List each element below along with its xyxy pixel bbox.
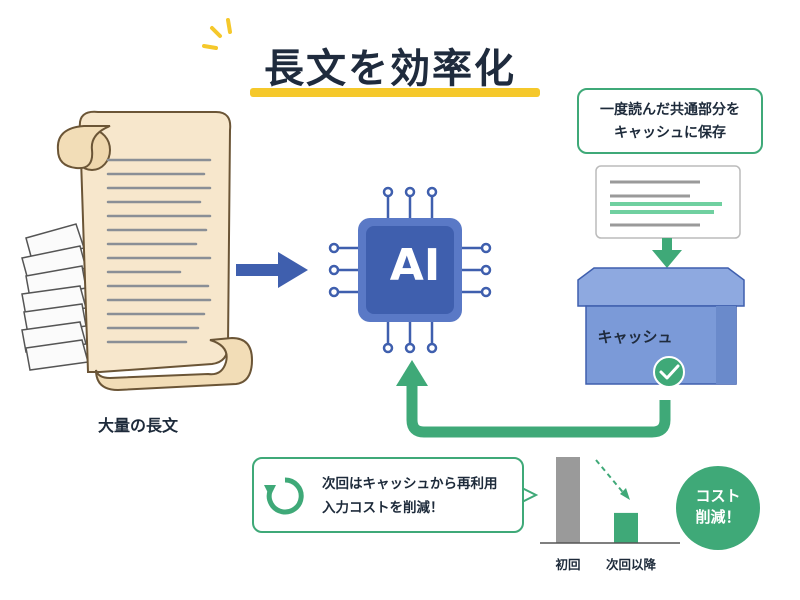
store-arrow-icon: [652, 238, 682, 268]
cache-box-label: キャッシュ: [597, 328, 673, 346]
title-group: 長文を効率化: [202, 18, 550, 100]
decrease-trend-arrowhead: [620, 488, 630, 500]
sparkle-icon: [202, 18, 232, 50]
cached-document-icon: [595, 165, 741, 239]
bar-label-subsequent: 次回以降: [605, 557, 656, 572]
check-icon: [653, 356, 685, 388]
long-text-label: 大量の長文: [97, 416, 178, 435]
ai-chip-label: AI: [389, 240, 441, 291]
reuse-arrow-icon: [396, 360, 671, 438]
cost-badge-line-2: 削減！: [695, 508, 741, 526]
cache-note-line-1: 一度読んだ共通部分を: [600, 102, 740, 118]
ai-chip-icon: [328, 186, 492, 354]
cache-note-line-2: キャッシュに保存: [614, 125, 726, 141]
reuse-note-line-2: 入力コストを削減！: [322, 500, 444, 516]
cache-note-callout: 一度読んだ共通部分を キャッシュに保存: [577, 88, 763, 154]
paper-stack-icon: [21, 223, 89, 371]
reuse-callout: 次回はキャッシュから再利用 入力コストを削減！: [252, 457, 524, 533]
input-arrow-icon: [236, 252, 308, 288]
scroll-document-icon: [56, 110, 254, 392]
cost-bar-chart: [540, 457, 680, 544]
title-underline: [250, 88, 540, 97]
cost-reduction-badge: コスト 削減！: [676, 466, 760, 550]
page-title: 長文を効率化: [264, 46, 516, 92]
refresh-icon: [264, 477, 304, 515]
scroll-text-lines: [106, 158, 212, 344]
bar-label-first: 初回: [555, 557, 581, 572]
cost-badge-line-1: コスト: [695, 487, 741, 505]
reuse-note-line-1: 次回はキャッシュから再利用: [322, 476, 498, 492]
decrease-trend-line: [595, 459, 627, 497]
cost-bar-first: [556, 457, 580, 543]
cost-bar-subsequent: [614, 512, 638, 543]
